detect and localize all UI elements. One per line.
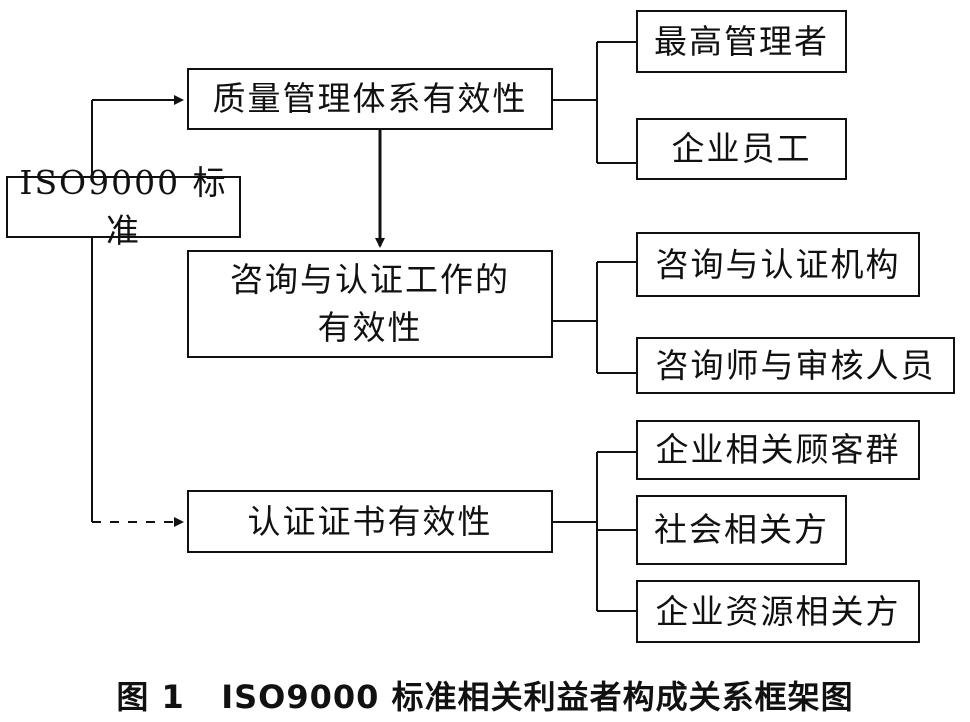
resource-stakeholders-label: 企业资源相关方 xyxy=(655,591,901,631)
consultants-auditors-box: 咨询师与审核人员 xyxy=(636,337,955,394)
customer-groups-label: 企业相关顾客群 xyxy=(655,430,901,469)
consulting-label-line1: 咨询与认证工作的 xyxy=(230,260,510,299)
consultants-auditors-label: 咨询师与审核人员 xyxy=(655,345,936,385)
root-label: ISO9000 标准 xyxy=(19,163,228,250)
quality-system-label: 质量管理体系有效性 xyxy=(212,79,528,118)
consulting-certification-effectiveness-box: 咨询与认证工作的 有效性 xyxy=(187,250,553,358)
quality-system-effectiveness-box: 质量管理体系有效性 xyxy=(187,68,553,130)
top-management-box: 最高管理者 xyxy=(636,10,847,73)
figure-caption: 图 1 ISO9000 标准相关利益者构成关系框架图 xyxy=(116,678,854,716)
customer-groups-box: 企业相关顾客群 xyxy=(636,420,920,480)
social-stakeholders-box: 社会相关方 xyxy=(636,495,847,565)
top-management-label: 最高管理者 xyxy=(654,21,829,61)
certificate-label: 认证证书有效性 xyxy=(247,501,493,541)
employees-label: 企业员工 xyxy=(671,129,812,168)
root-iso9000-box: ISO9000 标准 xyxy=(6,163,241,250)
employees-box: 企业员工 xyxy=(636,118,847,180)
certificate-effectiveness-box: 认证证书有效性 xyxy=(187,490,553,553)
resource-stakeholders-box: 企业资源相关方 xyxy=(636,580,920,643)
consulting-bodies-label: 咨询与认证机构 xyxy=(655,244,901,284)
social-stakeholders-label: 社会相关方 xyxy=(654,510,829,549)
consulting-certification-bodies-box: 咨询与认证机构 xyxy=(636,232,920,297)
consulting-label-line2: 有效性 xyxy=(317,308,423,347)
